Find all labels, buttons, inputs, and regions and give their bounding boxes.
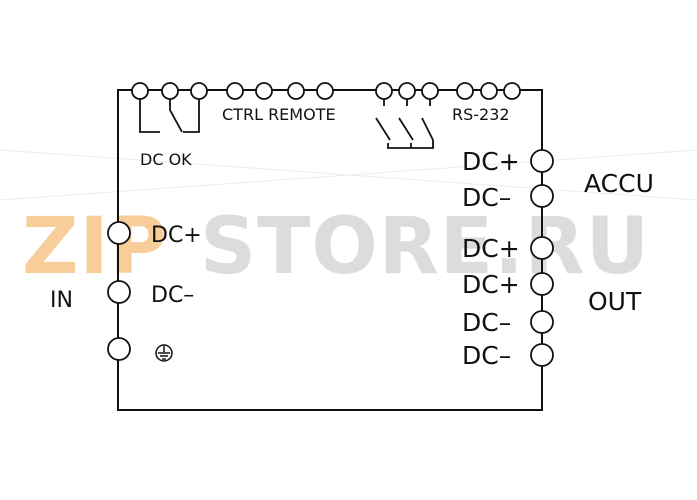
- top-terminal-3: [190, 82, 208, 100]
- switch-group: [375, 99, 434, 149]
- accu-dc-plus-label: DC+: [462, 147, 520, 176]
- top-terminal-12: [480, 82, 498, 100]
- out-group-label: OUT: [588, 287, 642, 316]
- top-terminal-13: [503, 82, 521, 100]
- accu-group-label: ACCU: [584, 169, 654, 198]
- top-terminal-4: [226, 82, 244, 100]
- top-terminal-9: [398, 82, 416, 100]
- in-dc-minus-label: DC–: [151, 283, 194, 308]
- top-terminal-8: [375, 82, 393, 100]
- watermark-brand-right: STORE.RU: [200, 202, 650, 292]
- out-dc-plus-label-2: DC+: [462, 270, 520, 299]
- out-dc-plus-terminal-1: [530, 236, 554, 260]
- in-dc-minus-terminal: [107, 280, 131, 304]
- out-dc-minus-terminal-2: [530, 343, 554, 367]
- top-terminal-6: [287, 82, 305, 100]
- rs232-label: RS-232: [452, 105, 510, 124]
- accu-dc-minus-terminal: [530, 184, 554, 208]
- out-dc-minus-label-2: DC–: [462, 341, 511, 370]
- in-dc-plus-label: DC+: [151, 223, 202, 248]
- watermark-lines: [0, 149, 697, 201]
- in-group-label: IN: [50, 288, 73, 313]
- top-terminal-10: [421, 82, 439, 100]
- top-terminal-11: [456, 82, 474, 100]
- dc-ok-label: DC OK: [140, 150, 192, 169]
- out-dc-plus-terminal-2: [530, 272, 554, 296]
- out-dc-minus-label-1: DC–: [462, 308, 511, 337]
- accu-dc-plus-terminal: [530, 149, 554, 173]
- out-dc-minus-terminal-1: [530, 310, 554, 334]
- top-terminal-7: [316, 82, 334, 100]
- in-dc-plus-terminal: [107, 221, 131, 245]
- watermark: ZIP STORE.RU: [22, 202, 650, 292]
- top-terminal-2: [161, 82, 179, 100]
- ctrl-remote-label: CTRL REMOTE: [222, 105, 336, 124]
- top-terminal-1: [131, 82, 149, 100]
- ground-terminal: [107, 337, 131, 361]
- watermark-brand-left: ZIP: [22, 202, 168, 292]
- accu-dc-minus-label: DC–: [462, 183, 511, 212]
- right-terminal-column: [530, 149, 554, 367]
- top-terminal-5: [255, 82, 273, 100]
- dc-ok-relay-contact: [139, 99, 200, 133]
- ground-icon: [155, 344, 173, 362]
- left-terminal-column: [107, 221, 131, 361]
- top-terminal-row: [131, 82, 521, 100]
- out-dc-plus-label-1: DC+: [462, 234, 520, 263]
